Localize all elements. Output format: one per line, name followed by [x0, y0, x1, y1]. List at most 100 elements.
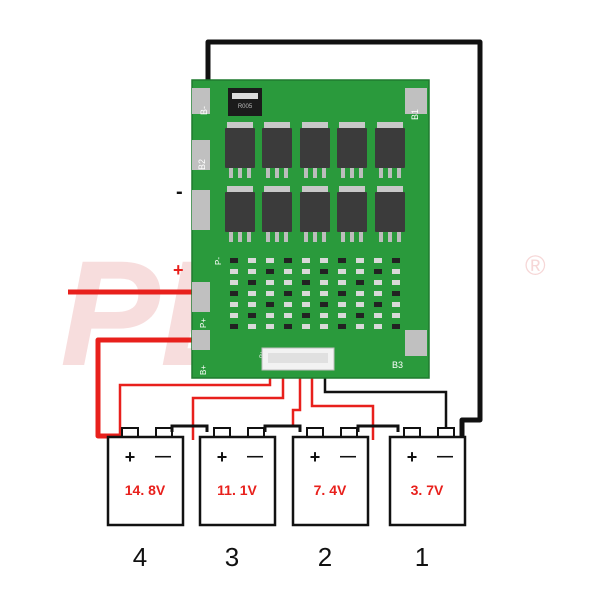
smd-part — [302, 291, 310, 296]
output-negative-symbol: - — [176, 181, 183, 203]
mosfet — [225, 186, 255, 242]
battery-voltage-label: 3. 7V — [411, 482, 444, 498]
smd-part — [320, 313, 328, 318]
mosfet — [337, 122, 367, 178]
smd-part — [302, 269, 310, 274]
smd-part — [320, 291, 328, 296]
mosfet — [300, 122, 330, 178]
mosfet — [262, 122, 292, 178]
smd-part — [392, 269, 400, 274]
smd-part — [374, 269, 382, 274]
battery-minus-symbol: — — [340, 448, 356, 465]
smd-part — [248, 269, 256, 274]
label-b-plus: B+ — [199, 365, 208, 375]
pcb-board: R005 B- B1 B2 P- P+ B+ B3 B+ — [191, 79, 430, 379]
smd-part — [374, 324, 382, 329]
smd-part — [338, 269, 346, 274]
pad-b1 — [405, 88, 427, 114]
smd-part — [374, 280, 382, 285]
smd-part — [284, 302, 292, 307]
series-link — [356, 424, 400, 432]
smd-part — [230, 324, 238, 329]
pad-b3 — [405, 330, 427, 356]
smd-part — [302, 324, 310, 329]
mosfet-array — [225, 122, 405, 242]
label-b1: B1 — [410, 109, 420, 120]
mosfet — [225, 122, 255, 178]
balance-wire-3 — [291, 368, 302, 426]
smd-part — [392, 324, 400, 329]
smd-part — [392, 291, 400, 296]
battery-cell: +—11. 1V3 — [198, 427, 277, 572]
smd-part — [284, 313, 292, 318]
label-p-plus: P+ — [199, 318, 208, 328]
battery-voltage-label: 11. 1V — [217, 482, 257, 498]
battery-plus-symbol: + — [407, 447, 418, 467]
battery-pack: +—14. 8V4+—11. 1V3+—7. 4V2+—3. 7V1 — [106, 424, 467, 572]
smd-part — [374, 291, 382, 296]
output-positive-symbol: + — [173, 260, 184, 280]
label-b3: B3 — [392, 360, 403, 370]
smd-part — [284, 324, 292, 329]
mosfet — [375, 186, 405, 242]
pad-b-minus — [192, 88, 210, 114]
smd-part — [338, 313, 346, 318]
smd-part — [320, 280, 328, 285]
smd-part — [320, 269, 328, 274]
balance-wire-2 — [191, 368, 285, 440]
smd-part — [338, 291, 346, 296]
mosfet — [262, 186, 292, 242]
battery-cell: +—3. 7V1 — [388, 427, 467, 572]
battery-body — [106, 435, 185, 527]
battery-minus-symbol: — — [247, 448, 263, 465]
battery-number-label: 3 — [225, 542, 239, 572]
smd-part — [230, 313, 238, 318]
smd-part — [248, 291, 256, 296]
battery-voltage-label: 7. 4V — [314, 482, 347, 498]
svg-text:R005: R005 — [238, 104, 253, 110]
smd-part — [266, 313, 274, 318]
balance-wire-5 — [323, 368, 448, 440]
smd-part — [302, 258, 310, 263]
pad-p-plus — [192, 282, 210, 312]
smd-part — [374, 258, 382, 263]
smd-part — [266, 269, 274, 274]
smd-part — [266, 258, 274, 263]
battery-body — [198, 435, 277, 527]
smd-part — [230, 258, 238, 263]
smd-part — [392, 302, 400, 307]
smd-part — [356, 258, 364, 263]
smd-part — [374, 313, 382, 318]
smd-part — [248, 324, 256, 329]
smd-part — [374, 302, 382, 307]
battery-number-label: 2 — [318, 542, 332, 572]
pad-b-plus — [192, 330, 210, 350]
battery-cell: + — 7. 4V 2 — [291, 427, 370, 572]
battery-plus-symbol: + — [310, 447, 321, 467]
smd-part — [356, 280, 364, 285]
label-p-minus: P- — [214, 257, 223, 265]
smd-part — [248, 302, 256, 307]
pad-p-minus — [192, 190, 210, 230]
series-link — [263, 424, 302, 432]
battery-body — [291, 435, 370, 527]
series-link — [170, 424, 209, 432]
smd-part — [248, 280, 256, 285]
smd-part — [266, 302, 274, 307]
smd-part — [338, 324, 346, 329]
smd-part — [248, 313, 256, 318]
mosfet — [337, 186, 367, 242]
smd-part — [392, 258, 400, 263]
label-b2: B2 — [197, 159, 207, 170]
pad-b2 — [192, 140, 210, 170]
smd-part — [230, 302, 238, 307]
smd-part — [302, 313, 310, 318]
mosfet — [300, 186, 330, 242]
smd-part — [230, 269, 238, 274]
smd-part — [338, 302, 346, 307]
smd-part — [320, 258, 328, 263]
smd-part — [392, 280, 400, 285]
battery-number-label: 4 — [133, 542, 147, 572]
battery-number-label: 1 — [415, 542, 429, 572]
